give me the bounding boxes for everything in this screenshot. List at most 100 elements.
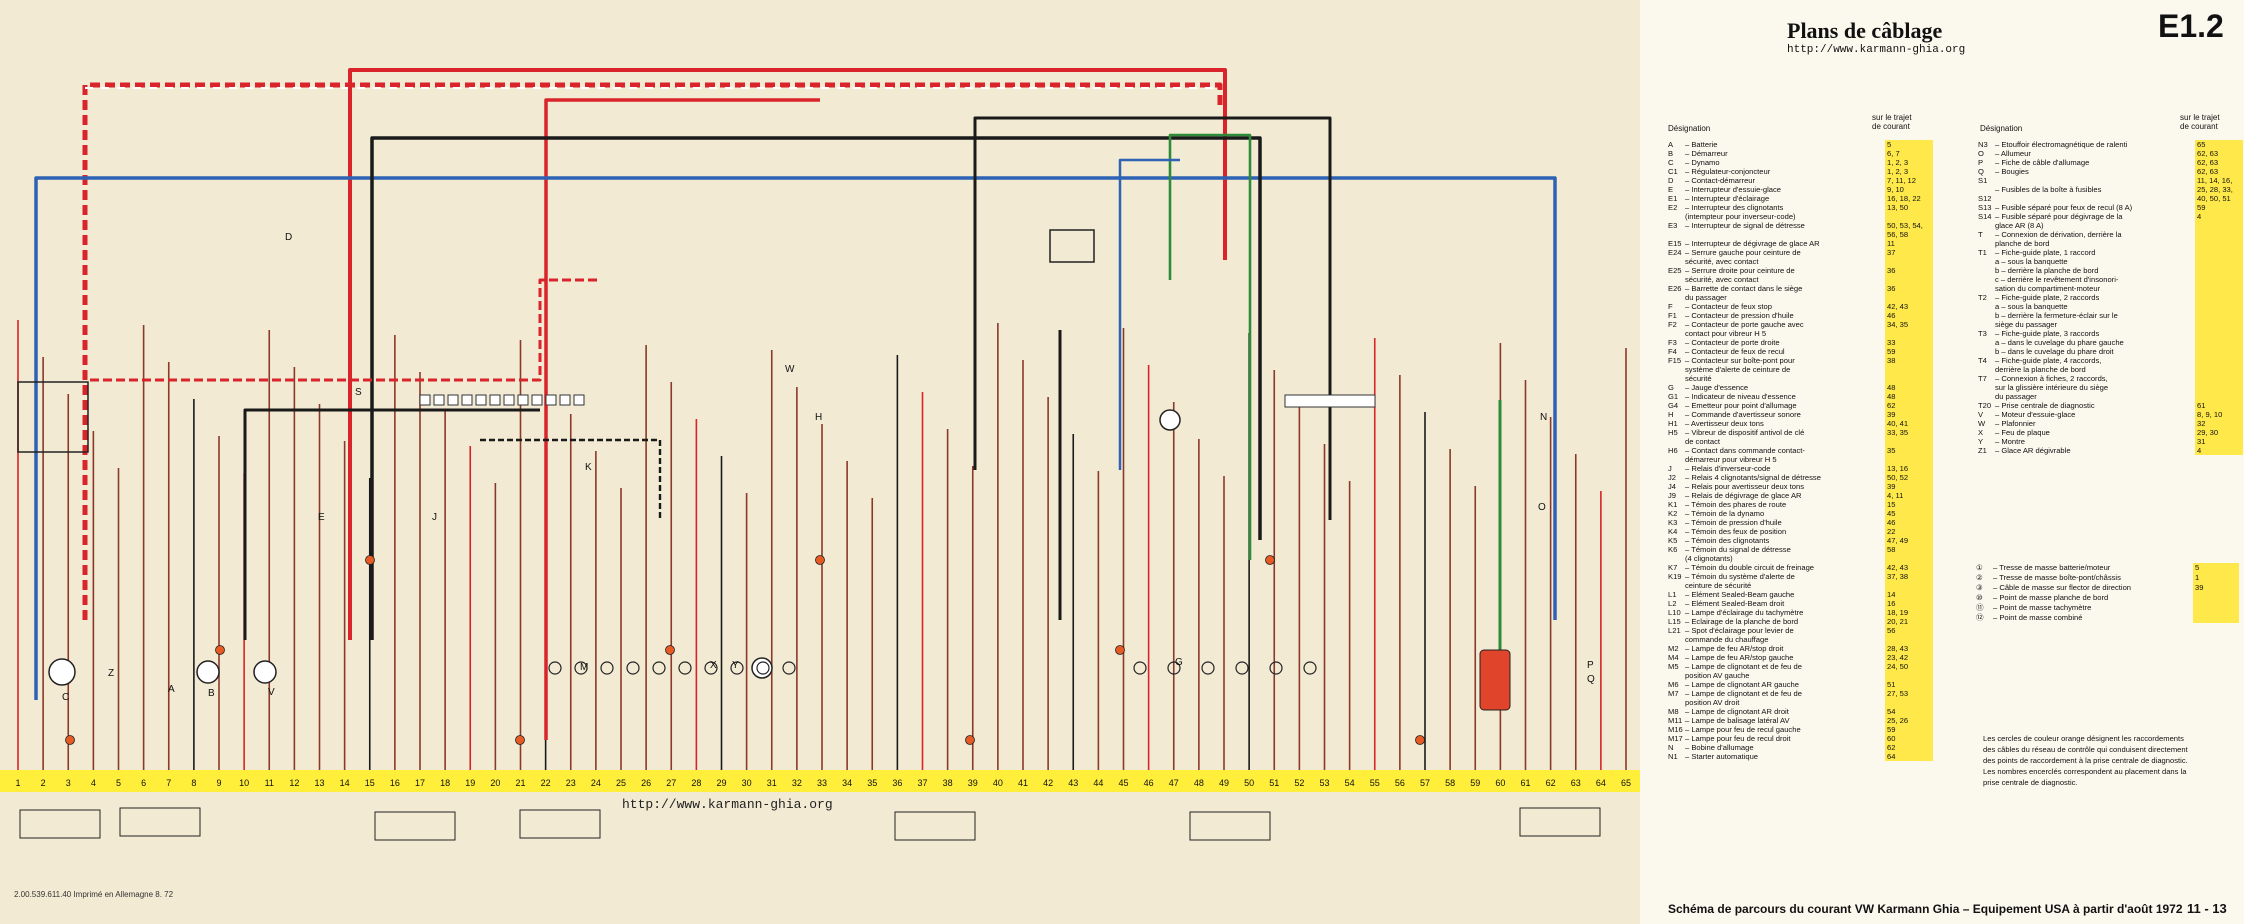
- legend-code: S1: [1978, 176, 1988, 185]
- track-number: 14: [340, 778, 350, 788]
- legend-track: 4: [2195, 446, 2243, 455]
- legend-track: 23, 42: [1885, 653, 1933, 662]
- track-number: 15: [365, 778, 375, 788]
- legend-designation: – Fusible séparé pour dégivrage de la: [1995, 212, 2123, 221]
- legend-track: 25, 28, 33,: [2195, 185, 2243, 194]
- legend-row: T1 – Fiche-guide plate, 1 raccord: [1978, 248, 2243, 257]
- legend-code: K4: [1668, 527, 1678, 536]
- legend-row: position AV droit: [1668, 698, 1933, 707]
- main-red-bus: [82, 82, 1223, 620]
- legend-code: W: [1978, 419, 1986, 428]
- legend-row: N3– Etouffoir électromagnétique de ralen…: [1978, 140, 2243, 149]
- legend-designation: – Glace AR dégivrable: [1995, 446, 2071, 455]
- legend-designation: a – dans le cuvelage du phare gauche: [1995, 338, 2124, 347]
- black-switch-wire: [973, 116, 1332, 520]
- red-lead-wire: [544, 98, 820, 740]
- legend-track: [1885, 635, 1933, 644]
- legend-row: a – sous la banquette: [1978, 302, 2243, 311]
- legend-track: 39: [2193, 583, 2239, 593]
- track-number: 4: [91, 778, 96, 788]
- track-number: 32: [792, 778, 802, 788]
- legend-track: 42, 43: [1885, 563, 1933, 572]
- legend-designation: siège du passager: [1995, 320, 2058, 329]
- blue-return-wire: [1118, 158, 1180, 470]
- legend-track: 39: [1885, 482, 1933, 491]
- legend-row: commande du chauffage: [1668, 635, 1933, 644]
- legend-code: A: [1668, 140, 1674, 149]
- track-number: 45: [1118, 778, 1128, 788]
- legend-designation: derrière la planche de bord: [1995, 365, 2086, 374]
- component-label: D: [285, 232, 292, 243]
- lamp-symbol: [626, 661, 640, 675]
- legend-row: planche de bord: [1978, 239, 2243, 248]
- legend-track: [2195, 374, 2243, 383]
- legend-designation: – Relais de dégivrage de glace AR: [1685, 491, 1802, 500]
- lamp-symbol: [678, 661, 692, 675]
- legend-track: [2195, 302, 2243, 311]
- legend-designation: – Indicateur de niveau d'essence: [1685, 392, 1796, 401]
- legend-designation: b – dans le cuvelage du phare droit: [1995, 347, 2114, 356]
- legend-designation: – Allumeur: [1995, 149, 2031, 158]
- legend-track: [1885, 257, 1933, 266]
- track-number: 51: [1269, 778, 1279, 788]
- legend-code: N: [1668, 743, 1674, 752]
- legend-row: sécurité, avec contact: [1668, 275, 1933, 284]
- legend-track: [2195, 284, 2243, 293]
- legend-track: 7, 11, 12: [1885, 176, 1933, 185]
- track-number: 1: [15, 778, 20, 788]
- col2-header-trajet: sur le trajet de courant: [2180, 113, 2220, 131]
- relay-box: [1049, 229, 1095, 263]
- legend-designation: du passager: [1995, 392, 2037, 401]
- fuse: [461, 394, 473, 406]
- legend-code: E24: [1668, 248, 1682, 257]
- legend-column-2: N3– Etouffoir électromagnétique de ralen…: [1978, 140, 2243, 455]
- diagnostic-point: [365, 555, 375, 565]
- legend-track: 39: [1885, 410, 1933, 419]
- lamp-symbol: [756, 661, 770, 675]
- legend-code: L15: [1668, 617, 1681, 626]
- diagnostic-point: [65, 735, 75, 745]
- legend-designation: [1995, 176, 2195, 185]
- legend-row: K7– Témoin du double circuit de freinage…: [1668, 563, 1933, 572]
- legend-designation: – Témoin des clignotants: [1685, 536, 1770, 545]
- legend-track: [2195, 293, 2243, 302]
- legend-code: G4: [1668, 401, 1679, 410]
- legend-track: [2195, 392, 2243, 401]
- legend-designation: – Témoin de pression d'huile: [1685, 518, 1782, 527]
- legend-track: [2195, 320, 2243, 329]
- legend-code: J: [1668, 464, 1672, 473]
- legend-code: K19: [1668, 572, 1682, 581]
- track-number: 29: [716, 778, 726, 788]
- legend-track: [1885, 581, 1933, 590]
- col2-header-designation: Désignation: [1980, 124, 2023, 133]
- legend-track: 1, 2, 3: [1885, 158, 1933, 167]
- legend-designation: sation du compartiment-moteur: [1995, 284, 2101, 293]
- track-number: 54: [1345, 778, 1355, 788]
- legend-designation: sécurité: [1685, 374, 1712, 383]
- legend-designation: – Fiche-guide plate, 1 raccord: [1995, 248, 2096, 257]
- legend-track: 18, 19: [1885, 608, 1933, 617]
- track-number: 65: [1621, 778, 1631, 788]
- connector-sketch: [19, 809, 101, 839]
- legend-designation: – Jauge d'essence: [1685, 383, 1749, 392]
- legend-code: K1: [1668, 500, 1678, 509]
- legend-code: G: [1668, 383, 1674, 392]
- legend-designation: – Lampe pour feu de recul gauche: [1685, 725, 1801, 734]
- legend-track: 1, 2, 3: [1885, 167, 1933, 176]
- fuse: [517, 394, 529, 406]
- gauge-symbol: [1159, 409, 1181, 431]
- component-label: V: [268, 687, 275, 698]
- diagnostic-point: [815, 555, 825, 565]
- legend-code: T1: [1978, 248, 1987, 257]
